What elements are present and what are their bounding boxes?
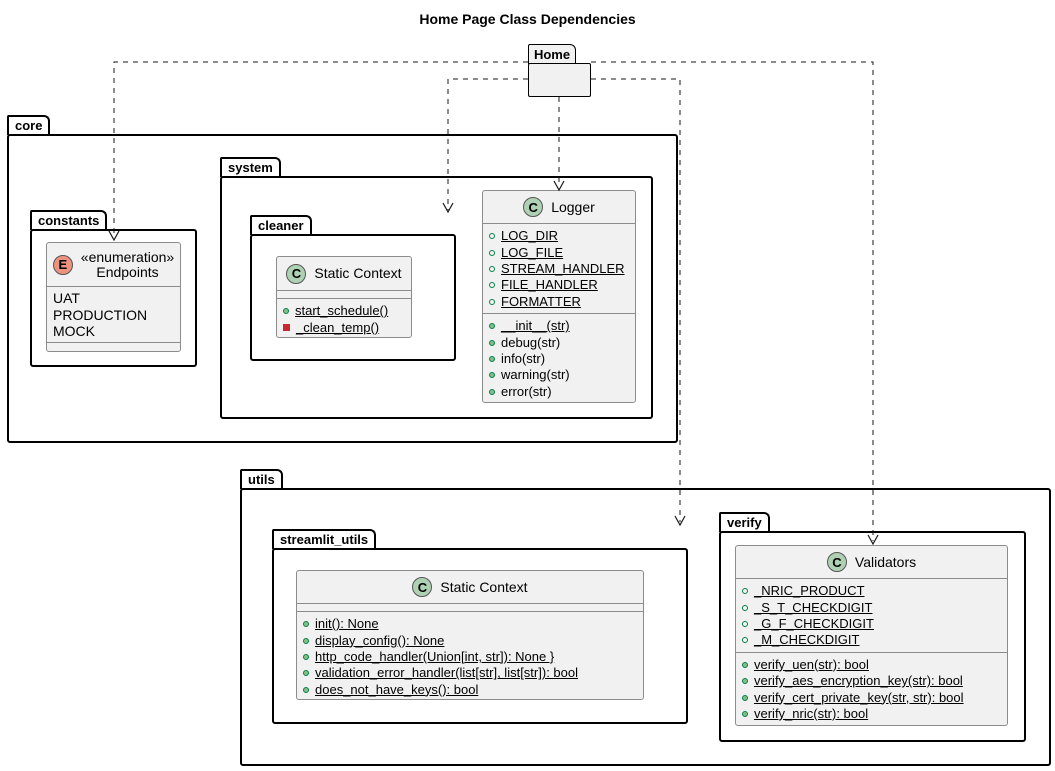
- edge-home-to-streamlit-utils: [591, 78, 681, 522]
- arrowhead-cleaner: [442, 202, 454, 214]
- public-method-icon: [303, 670, 309, 677]
- method-row: debug(str): [489, 334, 629, 350]
- arrowhead-streamlit-utils: [674, 515, 686, 527]
- method-row: init(): None: [303, 616, 637, 632]
- field-row: STREAM_HANDLER: [489, 261, 629, 277]
- method-row: start_schedule(): [283, 303, 405, 319]
- field-row: _NRIC_PRODUCT: [742, 583, 1001, 599]
- enum-value: MOCK: [53, 323, 95, 339]
- logger-class: C Logger LOG_DIR LOG_FILE STREAM_HANDLER…: [482, 190, 636, 403]
- class-badge-icon: C: [412, 577, 433, 597]
- arrowhead-constants: [108, 230, 120, 242]
- cleaner-static-context-class: C Static Context start_schedule() _clean…: [276, 256, 412, 338]
- enum-value: PRODUCTION: [53, 306, 148, 323]
- public-method-icon: [489, 355, 495, 362]
- public-field-icon: [742, 620, 748, 627]
- method-row: _clean_temp(): [283, 319, 405, 335]
- field-row: LOG_DIR: [489, 228, 629, 244]
- public-method-icon: [742, 710, 748, 717]
- field-row: FILE_HANDLER: [489, 277, 629, 293]
- enum-badge-icon: E: [52, 254, 73, 275]
- method-row: error(str): [489, 384, 629, 400]
- method-row: info(str): [489, 351, 629, 367]
- public-field-icon: [742, 604, 748, 611]
- method-row: verify_nric(str): bool: [742, 706, 1001, 722]
- streamlit-static-context-class: C Static Context init(): None display_co…: [296, 570, 644, 700]
- cleaner-package-tab: cleaner: [250, 215, 312, 235]
- method-row: warning(str): [489, 367, 629, 383]
- public-field-icon: [489, 249, 495, 256]
- public-method-icon: [303, 621, 309, 628]
- method-row: verify_uen(str): bool: [742, 657, 1001, 673]
- public-field-icon: [489, 298, 495, 305]
- public-field-icon: [489, 233, 495, 240]
- system-package-tab: system: [220, 157, 281, 177]
- class-badge-icon: C: [523, 197, 544, 217]
- method-row: http_code_handler(Union[int, str]): None…: [303, 649, 637, 665]
- utils-package-tab: utils: [240, 469, 283, 489]
- public-method-icon: [489, 323, 495, 330]
- enum-value: UAT: [53, 290, 80, 306]
- public-field-icon: [489, 265, 495, 272]
- enum-stereotype: «enumeration»: [80, 248, 175, 265]
- class-name: Validators: [854, 553, 917, 570]
- edge-home-to-verify: [591, 61, 874, 541]
- constants-package-tab: constants: [30, 210, 108, 230]
- core-package-tab: core: [7, 115, 51, 135]
- public-field-icon: [489, 282, 495, 289]
- public-method-icon: [742, 661, 748, 668]
- class-name: Static Context: [314, 265, 402, 281]
- public-visibility-icon: [283, 308, 289, 315]
- field-row: _S_T_CHECKDIGIT: [742, 599, 1001, 615]
- class-badge-icon: C: [826, 552, 847, 572]
- public-method-icon: [303, 653, 309, 660]
- arrowhead-verify: [867, 534, 879, 546]
- public-field-icon: [742, 637, 748, 644]
- method-row: validation_error_handler(list[str], list…: [303, 665, 637, 681]
- endpoints-enum: E «enumeration» Endpoints UAT PRODUCTION…: [46, 242, 181, 352]
- arrowhead-logger: [553, 180, 565, 192]
- verify-package-tab: verify: [719, 512, 770, 532]
- edge-home-to-constants: [113, 61, 528, 238]
- edge-home-to-cleaner: [447, 78, 528, 210]
- public-method-icon: [742, 694, 748, 701]
- validators-class: C Validators _NRIC_PRODUCT _S_T_CHECKDIG…: [735, 545, 1008, 726]
- home-package-node: [528, 63, 591, 97]
- method-row: display_config(): None: [303, 632, 637, 648]
- public-method-icon: [303, 686, 309, 693]
- home-package-tab: Home: [528, 44, 576, 64]
- method-row: verify_aes_encryption_key(str): bool: [742, 673, 1001, 689]
- class-name: Static Context: [440, 578, 528, 595]
- streamlit-utils-package-tab: streamlit_utils: [272, 529, 377, 549]
- public-method-icon: [489, 339, 495, 346]
- method-row: does_not_have_keys(): bool: [303, 682, 637, 698]
- class-badge-icon: C: [286, 263, 307, 284]
- method-row: __init__(str): [489, 318, 629, 334]
- public-method-icon: [489, 388, 495, 395]
- private-visibility-icon: [283, 324, 290, 332]
- field-row: LOG_FILE: [489, 244, 629, 260]
- field-row: _M_CHECKDIGIT: [742, 632, 1001, 648]
- public-method-icon: [489, 372, 495, 379]
- public-method-icon: [742, 678, 748, 685]
- diagram-title: Home Page Class Dependencies: [419, 11, 636, 27]
- public-field-icon: [742, 588, 748, 595]
- field-row: FORMATTER: [489, 294, 629, 310]
- public-method-icon: [303, 637, 309, 644]
- field-row: _G_F_CHECKDIGIT: [742, 616, 1001, 632]
- method-row: verify_cert_private_key(str, str): bool: [742, 689, 1001, 705]
- enum-name: Endpoints: [96, 263, 159, 280]
- class-name: Logger: [551, 198, 595, 215]
